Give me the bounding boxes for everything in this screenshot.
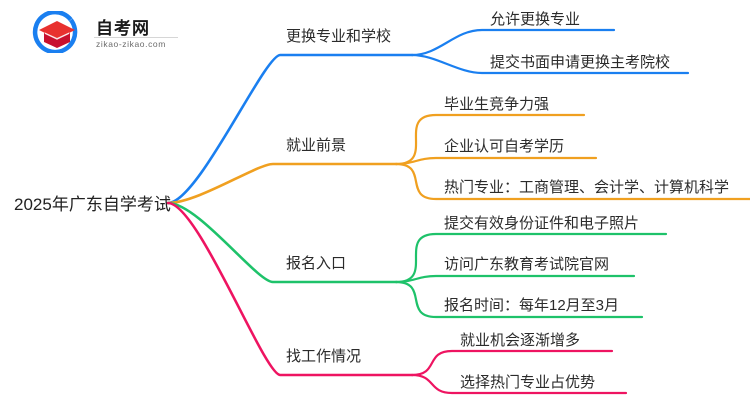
connector-line bbox=[410, 28, 616, 57]
connector-line bbox=[166, 162, 398, 205]
graduation-cap-icon bbox=[39, 21, 75, 48]
logo-url: zikao-zikao.com bbox=[96, 39, 166, 49]
logo-arc-icon bbox=[32, 11, 78, 53]
mindmap-leaf-node-3-2[interactable]: 访问广东教育考试院官网 bbox=[444, 256, 610, 273]
mindmap-root-node[interactable]: 2025年广东自学考试 bbox=[14, 195, 171, 214]
connector-line bbox=[410, 349, 614, 377]
logo-divider bbox=[94, 37, 178, 38]
mindmap-leaf-node-4-2[interactable]: 选择热门专业占优势 bbox=[460, 374, 596, 391]
mindmap-branch-node-4[interactable]: 找工作情况 bbox=[286, 348, 362, 365]
site-logo: 自考网 zikao-zikao.com bbox=[28, 11, 178, 53]
connector-line bbox=[166, 53, 414, 205]
connector-line bbox=[394, 156, 598, 166]
mindmap-branch-node-3[interactable]: 报名入口 bbox=[286, 255, 347, 272]
mindmap-leaf-node-3-3[interactable]: 报名时间：每年12月至3月 bbox=[444, 297, 620, 314]
logo-title: 自考网 bbox=[96, 19, 150, 38]
mindmap-leaf-node-2-2[interactable]: 企业认可自考学历 bbox=[444, 138, 565, 155]
logo-mark-icon bbox=[32, 11, 78, 53]
mindmap-branch-node-1[interactable]: 更换专业和学校 bbox=[286, 28, 392, 45]
mindmap-leaf-node-3-1[interactable]: 提交有效身份证件和电子照片 bbox=[444, 215, 640, 232]
mindmap-branch-node-2[interactable]: 就业前景 bbox=[286, 137, 347, 154]
mindmap-leaf-node-2-3[interactable]: 热门专业：工商管理、会计学、计算机科学 bbox=[444, 179, 730, 196]
mindmap-leaf-node-1-2[interactable]: 提交书面申请更换主考院校 bbox=[490, 54, 671, 71]
mindmap-leaf-node-1-1[interactable]: 允许更换专业 bbox=[490, 11, 581, 28]
mindmap-leaf-node-4-1[interactable]: 就业机会逐渐增多 bbox=[460, 332, 581, 349]
connector-line bbox=[394, 274, 636, 284]
mindmap-leaf-node-2-1[interactable]: 毕业生竞争力强 bbox=[444, 96, 550, 113]
connector-line bbox=[166, 201, 398, 284]
